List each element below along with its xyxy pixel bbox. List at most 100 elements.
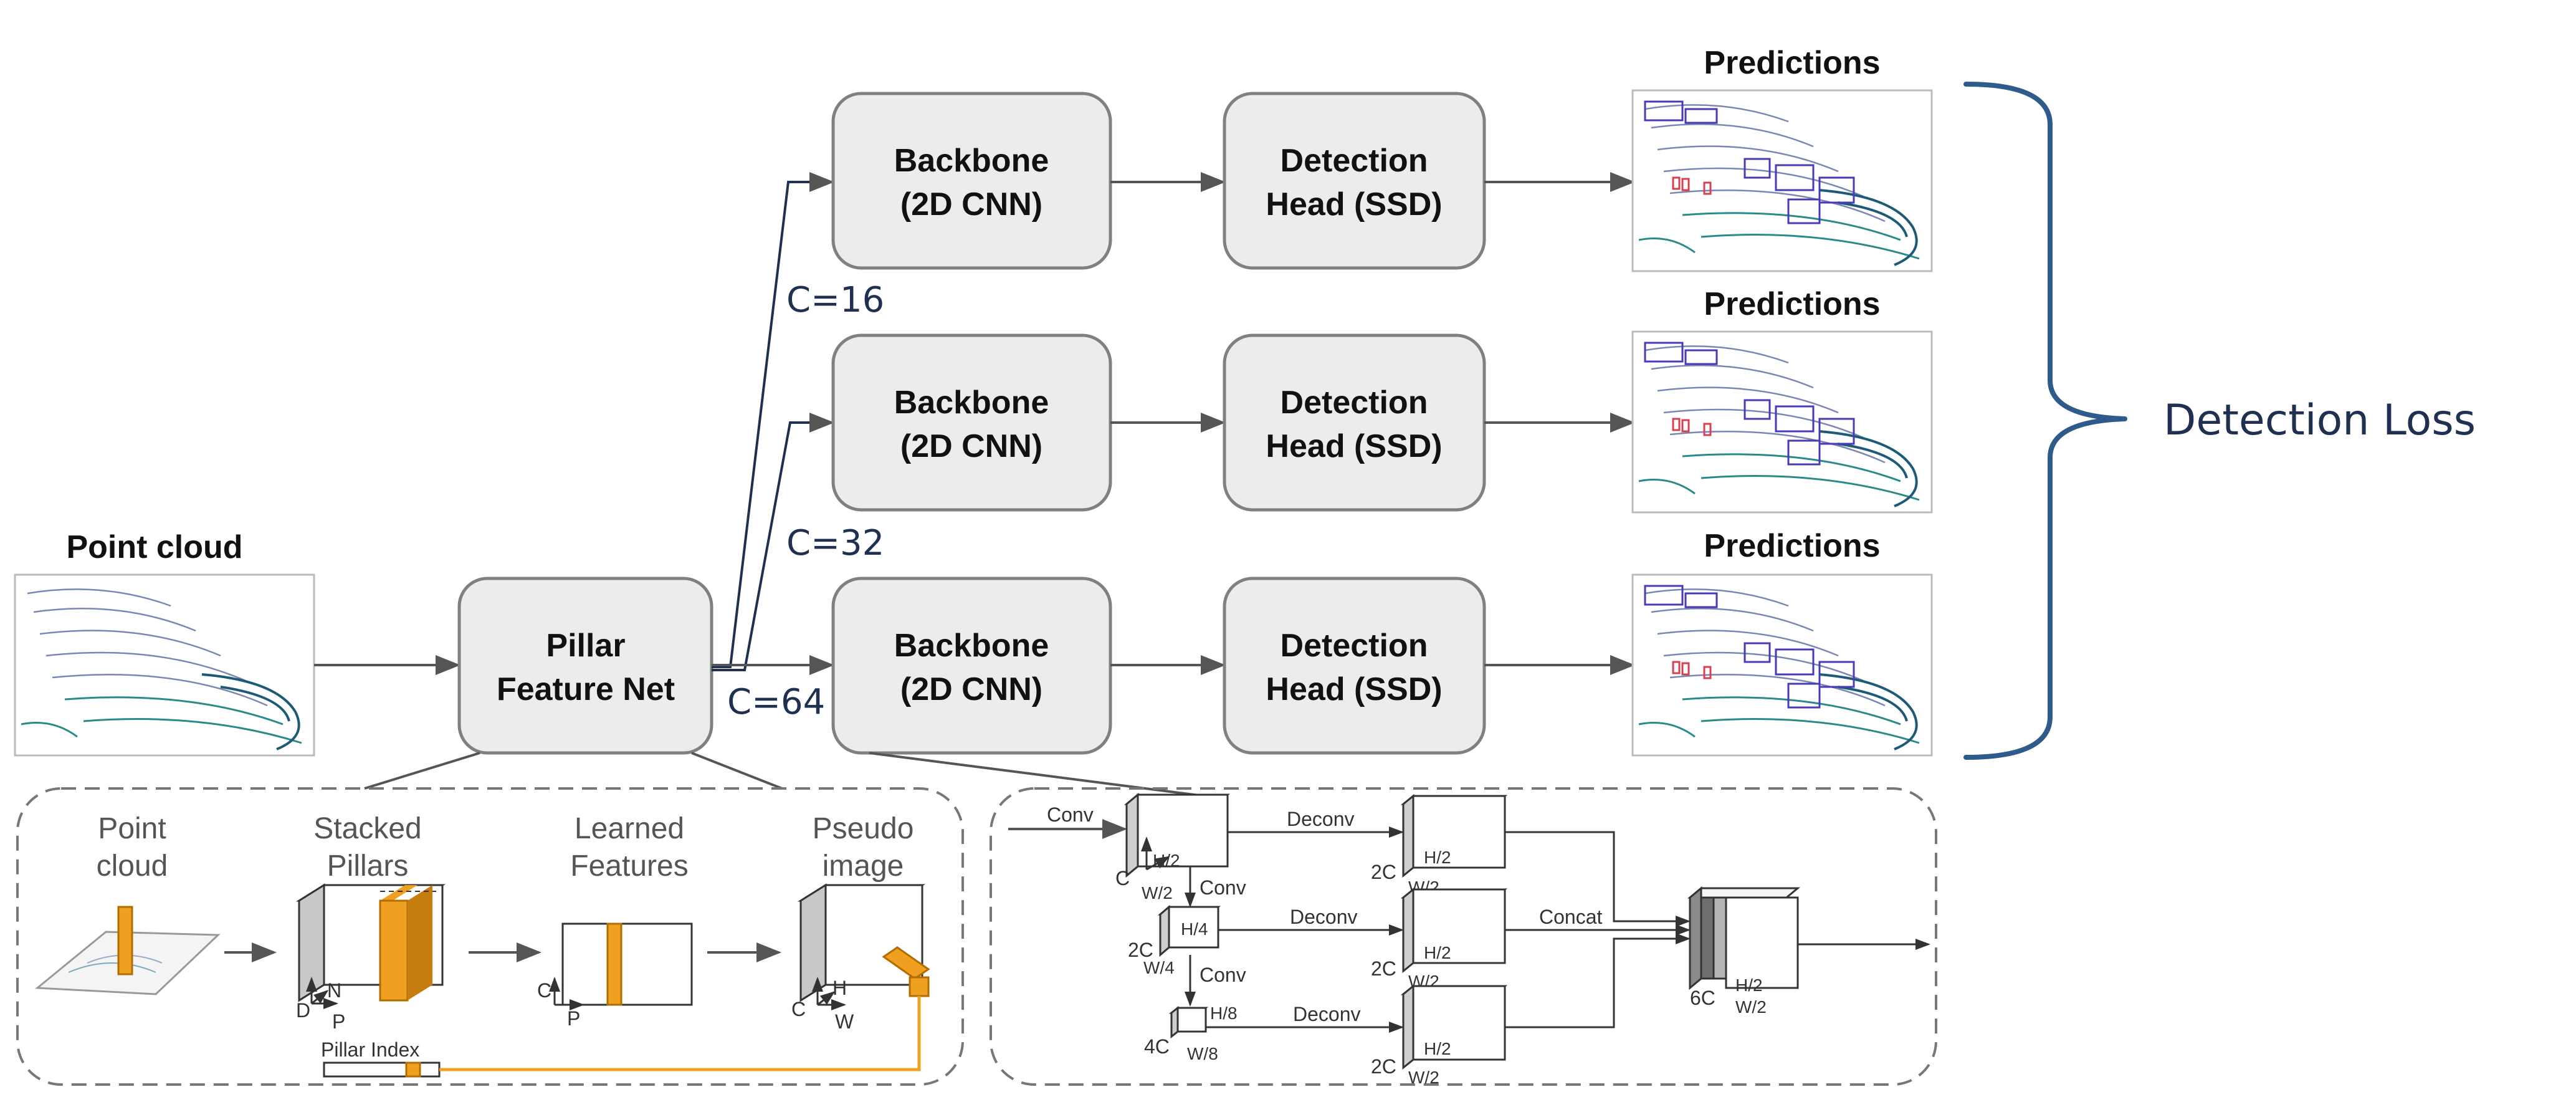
pfn-label-line2: Feature Net xyxy=(497,671,675,707)
up1-h: H/2 xyxy=(1424,848,1451,867)
pillar-index-label: Pillar Index xyxy=(321,1038,419,1061)
backbone-block-1 xyxy=(831,92,1112,270)
backbone-detail-connector xyxy=(869,752,1219,799)
detail-block-1 xyxy=(1123,792,1231,878)
pfn-detail-connector-right xyxy=(691,752,783,790)
detail-input-conv-label: Conv xyxy=(1047,803,1094,826)
up3-c: 2C xyxy=(1371,1055,1396,1078)
block3-c: 4C xyxy=(1144,1035,1170,1058)
head-2-line1: Detection xyxy=(1281,385,1428,421)
detail-block-3 xyxy=(1168,1005,1209,1039)
pseudo-axis-h: H xyxy=(832,977,847,999)
block3-w: W/8 xyxy=(1187,1044,1218,1063)
stacked-pillars-cube xyxy=(295,883,446,1009)
block2-h: H/4 xyxy=(1181,919,1208,939)
channel-label-c16: C=16 xyxy=(786,280,884,320)
block1-h: H/2 xyxy=(1153,851,1180,870)
backbone-3-line2: (2D CNN) xyxy=(900,671,1042,707)
concat-w: W/2 xyxy=(1735,997,1767,1017)
block1-w: W/2 xyxy=(1142,883,1173,903)
up-block-3 xyxy=(1400,984,1508,1070)
stage-learned-features-line2: Features xyxy=(570,850,688,883)
learned-axis-c: C xyxy=(537,979,551,1002)
detection-loss-brace xyxy=(1963,82,2127,760)
pseudo-axis-w: W xyxy=(835,1010,854,1033)
stacked-axis-p: P xyxy=(332,1010,345,1033)
head-1-line2: Head (SSD) xyxy=(1266,186,1442,223)
concat-block xyxy=(1687,886,1801,990)
deconv-label-3: Deconv xyxy=(1293,1003,1361,1025)
pillar-detail-box xyxy=(16,787,964,1086)
pfn-detail-connector-left xyxy=(364,752,480,790)
backbone-3-line1: Backbone xyxy=(894,628,1049,664)
pillar-index-scatter-line xyxy=(439,996,921,1071)
backbone-2-line1: Backbone xyxy=(894,385,1049,421)
predictions-image-3 xyxy=(1633,575,1932,755)
predictions-title-3: Predictions xyxy=(1704,528,1880,564)
channel-label-c64: C=64 xyxy=(727,682,825,722)
detection-head-block-3 xyxy=(1223,577,1486,755)
predictions-image-2 xyxy=(1633,332,1932,512)
predictions-title-1: Predictions xyxy=(1704,45,1880,81)
deconv-label-1: Deconv xyxy=(1287,808,1355,830)
up1-c: 2C xyxy=(1371,861,1396,883)
backbone-detail-box xyxy=(990,787,1937,1086)
learned-axis-p: P xyxy=(567,1007,580,1030)
block2-c: 2C xyxy=(1128,939,1153,961)
stage-point-cloud-line1: Point xyxy=(98,812,166,845)
backbone-block-3 xyxy=(831,577,1112,755)
learned-features-grid xyxy=(549,922,693,1010)
concat-label: Concat xyxy=(1539,906,1603,928)
detection-head-block-1 xyxy=(1223,92,1486,270)
down-conv-label-2: Conv xyxy=(1200,964,1246,986)
detection-loss-label: Detection Loss xyxy=(2163,396,2476,445)
block1-c: C xyxy=(1115,867,1130,889)
block2-w: W/4 xyxy=(1143,958,1175,977)
stage-stacked-pillars-line1: Stacked xyxy=(313,812,421,845)
pfn-label-line1: Pillar xyxy=(546,628,625,664)
stage-pseudo-image-line2: image xyxy=(823,850,904,883)
pillar-feature-net-block xyxy=(457,577,713,755)
head-3-line1: Detection xyxy=(1281,628,1428,664)
head-2-line2: Head (SSD) xyxy=(1266,428,1442,464)
up3-h: H/2 xyxy=(1424,1039,1451,1058)
stage-pseudo-image-line1: Pseudo xyxy=(813,812,914,845)
up3-w: W/2 xyxy=(1408,1068,1439,1087)
backbone-block-2 xyxy=(831,333,1112,512)
concat-arrow-3 xyxy=(1505,933,1691,1028)
deconv-label-2: Deconv xyxy=(1290,906,1358,928)
backbone-1-line2: (2D CNN) xyxy=(900,186,1042,223)
channel-label-c32: C=32 xyxy=(786,523,884,563)
down-conv-label-1: Conv xyxy=(1200,876,1246,899)
pseudo-image-cube xyxy=(797,883,930,1010)
backbone-1-line1: Backbone xyxy=(894,143,1049,179)
point-cloud-title: Point cloud xyxy=(66,529,242,565)
stage-stacked-pillars-line2: Pillars xyxy=(327,850,409,883)
head-3-line2: Head (SSD) xyxy=(1266,671,1442,707)
concat-c: 6C xyxy=(1690,987,1715,1009)
pillar-point-cloud-icon xyxy=(35,906,221,995)
backbone-2-line2: (2D CNN) xyxy=(900,428,1042,464)
detail-block-2 xyxy=(1157,904,1221,957)
up-block-2 xyxy=(1400,887,1508,974)
predictions-image-1 xyxy=(1633,90,1932,271)
up2-c: 2C xyxy=(1371,957,1396,980)
pseudo-axis-c: C xyxy=(791,998,806,1020)
concat-arrow-1 xyxy=(1505,831,1691,927)
pillar-index-marker xyxy=(405,1061,421,1078)
up2-h: H/2 xyxy=(1424,943,1451,962)
up-block-1 xyxy=(1400,793,1508,878)
block3-h: H/8 xyxy=(1210,1004,1238,1023)
fanout-line-c16 xyxy=(712,181,832,668)
predictions-title-2: Predictions xyxy=(1704,286,1880,322)
stacked-axis-d: D xyxy=(296,999,310,1022)
detection-head-block-2 xyxy=(1223,333,1486,512)
stage-point-cloud-line2: cloud xyxy=(97,850,168,883)
pillar-index-bar xyxy=(323,1061,441,1078)
point-cloud-image xyxy=(14,573,315,757)
head-1-line1: Detection xyxy=(1281,143,1428,179)
stacked-axis-n: N xyxy=(327,979,341,1002)
concat-h: H/2 xyxy=(1735,975,1763,995)
stage-learned-features-line1: Learned xyxy=(575,812,684,845)
